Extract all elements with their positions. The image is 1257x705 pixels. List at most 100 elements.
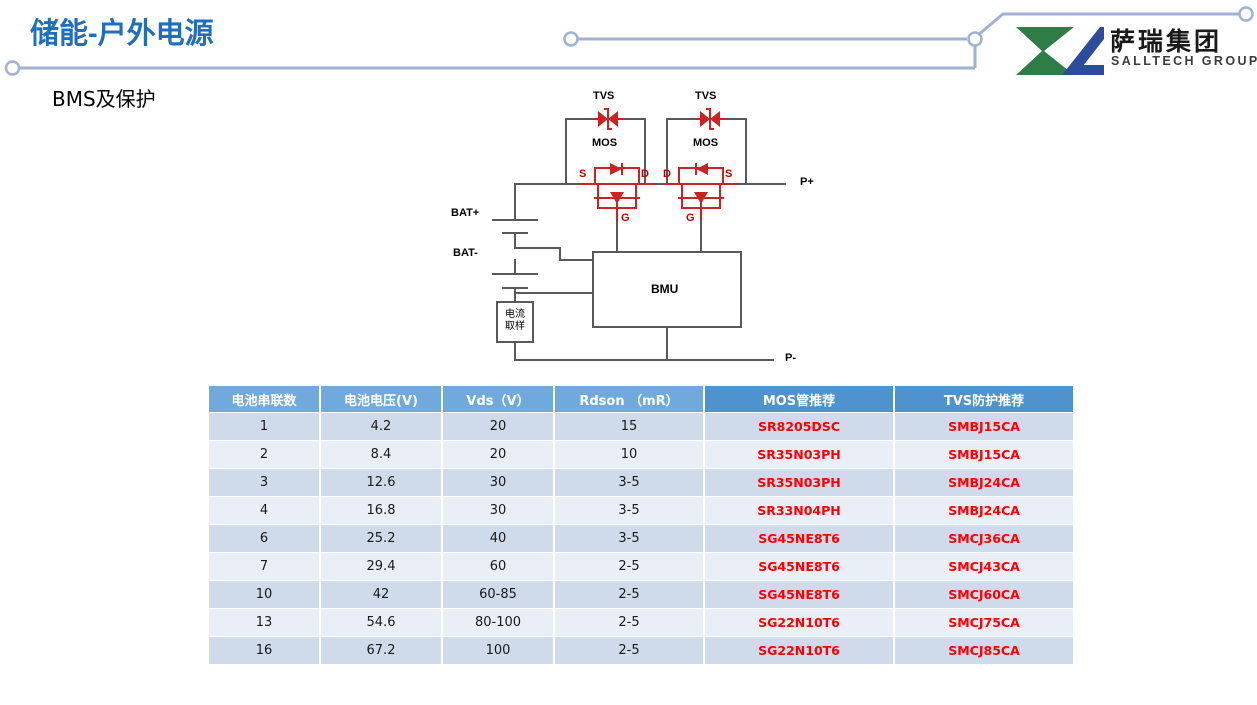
label-mosfet-right-drain: D <box>663 168 671 180</box>
label-bat-plus: BAT+ <box>451 207 480 219</box>
table-cell-r7-c3: 2-5 <box>555 609 703 636</box>
table-cell-r7-c2: 80-100 <box>443 609 553 636</box>
column-header-cell-count: 电池串联数 <box>209 386 319 412</box>
table-cell-r7-c1: 54.6 <box>321 609 441 636</box>
table-cell-r3-c5: SMBJ24CA <box>895 497 1073 524</box>
table-cell-r0-c5: SMBJ15CA <box>895 413 1073 440</box>
table-cell-r5-c4: SG45NE8T6 <box>705 553 893 580</box>
logo-text-chinese: 萨瑞集团 <box>1110 27 1223 56</box>
label-p-minus: P- <box>785 352 796 364</box>
table-cell-r0-c0: 1 <box>209 413 319 440</box>
circuit-schematic-svg <box>492 108 786 361</box>
table-cell-r7-c5: SMCJ75CA <box>895 609 1073 636</box>
mosfet-left-gate-triangle-icon <box>610 192 624 204</box>
table-cell-r1-c5: SMBJ15CA <box>895 441 1073 468</box>
label-current-shunt: 电流取样 <box>505 309 525 332</box>
table-cell-r5-c1: 29.4 <box>321 553 441 580</box>
table-cell-r2-c2: 30 <box>443 469 553 496</box>
label-tvs-right: TVS <box>695 90 717 102</box>
label-mos-left: MOS <box>592 137 618 149</box>
table-cell-r5-c3: 2-5 <box>555 553 703 580</box>
label-mosfet-right-gate: G <box>686 212 695 224</box>
table-cell-r7-c4: SG22N10T6 <box>705 609 893 636</box>
table-cell-r8-c1: 67.2 <box>321 637 441 664</box>
table-cell-r5-c5: SMCJ43CA <box>895 553 1073 580</box>
label-tvs-left: TVS <box>593 90 615 102</box>
brand-logo: 萨瑞集团 SALLTECH GROUP <box>1014 22 1257 80</box>
table-cell-r2-c4: SR35N03PH <box>705 469 893 496</box>
label-p-plus: P+ <box>800 176 814 188</box>
table-cell-r3-c4: SR33N04PH <box>705 497 893 524</box>
table-cell-r4-c3: 3-5 <box>555 525 703 552</box>
table-cell-r0-c3: 15 <box>555 413 703 440</box>
table-cell-r3-c3: 3-5 <box>555 497 703 524</box>
table-cell-r4-c4: SG45NE8T6 <box>705 525 893 552</box>
table-cell-r8-c0: 16 <box>209 637 319 664</box>
table-cell-r6-c5: SMCJ60CA <box>895 581 1073 608</box>
deco-circle-mid-left <box>563 31 579 47</box>
column-header-mos-rec: MOS管推荐 <box>705 386 893 412</box>
table-cell-r5-c0: 7 <box>209 553 319 580</box>
table-cell-r7-c0: 13 <box>209 609 319 636</box>
table-cell-r0-c2: 20 <box>443 413 553 440</box>
table-cell-r6-c2: 60-85 <box>443 581 553 608</box>
table-cell-r6-c1: 42 <box>321 581 441 608</box>
column-header-rdson: Rdson （mR） <box>555 386 703 412</box>
table-cell-r3-c2: 30 <box>443 497 553 524</box>
current-shunt-box <box>496 301 534 343</box>
table-cell-r8-c2: 100 <box>443 637 553 664</box>
bms-protection-circuit-diagram: TVS TVS MOS MOS S D G D S G BAT+ BAT- P+… <box>451 88 855 373</box>
deco-circle-left <box>4 60 21 76</box>
table-cell-r1-c2: 20 <box>443 441 553 468</box>
tvs-left-symbol-icon <box>593 108 623 130</box>
table-cell-r3-c0: 4 <box>209 497 319 524</box>
label-bat-minus: BAT- <box>453 247 478 259</box>
table-header-row: 电池串联数 电池电压(V) Vds（V） Rdson （mR） MOS管推荐 T… <box>209 386 1073 412</box>
label-mosfet-right-source: S <box>725 168 733 180</box>
table-cell-r2-c3: 3-5 <box>555 469 703 496</box>
table-cell-r1-c0: 2 <box>209 441 319 468</box>
tvs-right-symbol-icon <box>695 108 725 130</box>
mos-tvs-recommendation-table: 电池串联数 电池电压(V) Vds（V） Rdson （mR） MOS管推荐 T… <box>207 385 1075 665</box>
table-cell-r1-c3: 10 <box>555 441 703 468</box>
table-cell-r1-c1: 8.4 <box>321 441 441 468</box>
label-mosfet-left-gate: G <box>621 212 630 224</box>
table-cell-r6-c3: 2-5 <box>555 581 703 608</box>
mosfet-left-body-diode-icon <box>610 163 622 175</box>
mosfet-right-body-diode-icon <box>696 163 708 175</box>
column-header-vds: Vds（V） <box>443 386 553 412</box>
deco-circle-top-right <box>1238 6 1254 22</box>
table-cell-r0-c4: SR8205DSC <box>705 413 893 440</box>
table-cell-r4-c2: 40 <box>443 525 553 552</box>
table-cell-r8-c4: SG22N10T6 <box>705 637 893 664</box>
table-cell-r4-c1: 25.2 <box>321 525 441 552</box>
table-cell-r2-c0: 3 <box>209 469 319 496</box>
logo-text-english: SALLTECH GROUP <box>1111 54 1257 68</box>
column-header-tvs-rec: TVS防护推荐 <box>895 386 1073 412</box>
label-mosfet-left-source: S <box>579 168 587 180</box>
column-header-voltage: 电池电压(V) <box>321 386 441 412</box>
table-cell-r0-c1: 4.2 <box>321 413 441 440</box>
table-cell-r4-c0: 6 <box>209 525 319 552</box>
mosfet-right-gate-triangle-icon <box>694 192 708 204</box>
table-cell-r4-c5: SMCJ36CA <box>895 525 1073 552</box>
table-cell-r2-c5: SMBJ24CA <box>895 469 1073 496</box>
label-bmu: BMU <box>651 282 679 296</box>
table-cell-r6-c4: SG45NE8T6 <box>705 581 893 608</box>
section-subtitle: BMS及保护 <box>52 87 156 111</box>
table-cell-r1-c4: SR35N03PH <box>705 441 893 468</box>
table-cell-r2-c1: 12.6 <box>321 469 441 496</box>
page-title: 储能-户外电源 <box>30 18 214 50</box>
table-cell-r5-c2: 60 <box>443 553 553 580</box>
deco-circle-junction <box>967 31 983 47</box>
table-cell-r8-c3: 2-5 <box>555 637 703 664</box>
salltech-sl-mark-icon <box>1016 27 1104 75</box>
